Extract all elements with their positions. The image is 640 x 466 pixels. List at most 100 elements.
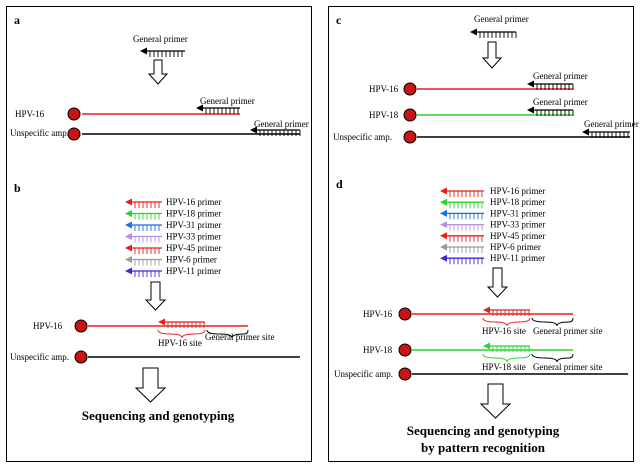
- hpv18-site-brace: [482, 353, 531, 363]
- primer-label: HPV-11 primer: [490, 253, 545, 263]
- unspecific-dot-icon: [403, 130, 417, 144]
- primer-arrow-icon: [440, 243, 484, 253]
- general-primer-icon: [140, 47, 185, 57]
- unspecific-label: Unspecific amp.: [10, 128, 69, 138]
- hpv18-specific-primer-icon: [483, 342, 530, 352]
- primer-arrow-icon: [440, 232, 484, 242]
- hpv18-dot-icon: [403, 108, 417, 122]
- hpv16-general-primer-label: General primer: [533, 71, 588, 81]
- panel-c-letter: c: [336, 13, 342, 27]
- primer-label: HPV-31 primer: [490, 208, 545, 218]
- down-arrow-icon: [481, 41, 503, 69]
- primer-arrow-icon: [125, 198, 162, 208]
- primer-label: HPV-16 primer: [490, 186, 545, 196]
- primer-arrow-icon: [125, 267, 162, 277]
- primer-label: HPV-11 primer: [166, 266, 221, 276]
- result-text: Sequencing and genotyping: [82, 408, 235, 423]
- primer-arrow-icon: [440, 187, 484, 197]
- hpv16-dot-icon: [403, 82, 417, 96]
- panel-d-letter: d: [336, 177, 343, 191]
- hpv16-site-label: HPV-16 site: [158, 338, 202, 348]
- primer-arrow-icon: [440, 209, 484, 220]
- down-arrow-icon: [486, 267, 509, 298]
- primer-label: HPV-31 primer: [166, 220, 221, 230]
- hpv18-label: HPV-18: [363, 345, 393, 355]
- primer-arrow-icon: [440, 198, 484, 209]
- general-primer-icon: [470, 28, 517, 38]
- primer-arrow-icon: [125, 210, 162, 220]
- primer-list-item: HPV-18 primer: [125, 209, 221, 220]
- hpv16-dot-icon: [74, 319, 88, 333]
- unspecific-dot-icon: [74, 350, 88, 364]
- hpv16-general-primer-label: General primer: [200, 96, 255, 106]
- primer-list-item: HPV-31 primer: [125, 220, 221, 231]
- hpv16-label: HPV-16: [369, 84, 399, 94]
- unspecific-label: Unspecific amp.: [334, 369, 393, 379]
- hpv18-general-primer-icon: [527, 106, 574, 116]
- primer-label: HPV-16 primer: [166, 197, 221, 207]
- primer-label: HPV-6 primer: [490, 242, 541, 252]
- general-primer-label: General primer: [133, 34, 188, 44]
- hpv16-general-primer-icon: [527, 80, 574, 90]
- panel-a-letter: a: [14, 13, 20, 27]
- primer-arrow-icon: [125, 221, 162, 231]
- panel-c: c General primer HPV-16 General primer H…: [333, 13, 639, 144]
- general-primer-site-label: General primer site: [205, 332, 274, 342]
- down-arrow-icon: [134, 367, 167, 403]
- down-arrow-icon: [144, 281, 167, 311]
- unspecific-general-primer-label: General primer: [584, 119, 639, 129]
- hpv16-label: HPV-16: [33, 321, 63, 331]
- primer-list-item: HPV-16 primer: [125, 197, 221, 208]
- primer-list-item: HPV-33 primer: [125, 232, 221, 243]
- unspecific-label: Unspecific amp.: [10, 352, 69, 362]
- primer-arrow-icon: [440, 221, 484, 231]
- primer-arrow-icon: [125, 233, 162, 243]
- primer-arrow-icon: [125, 244, 162, 254]
- primer-list-item: HPV-11 primer: [125, 266, 221, 277]
- panel-b-letter: b: [14, 181, 21, 195]
- result-text-line1: Sequencing and genotyping: [407, 423, 560, 438]
- hpv16-label: HPV-16: [15, 109, 45, 119]
- primer-list-item: HPV-45 primer: [440, 231, 545, 242]
- panel-left-border: [6, 6, 312, 462]
- primer-label: HPV-45 primer: [166, 243, 221, 253]
- general-primer-site-label: General primer site: [533, 362, 602, 372]
- down-arrow-icon: [147, 59, 169, 85]
- primer-list-item: HPV-33 primer: [440, 220, 545, 231]
- primer-list-item: HPV-6 primer: [440, 242, 541, 253]
- hpv16-site-label: HPV-16 site: [482, 326, 526, 336]
- hpv18-label: HPV-18: [369, 110, 399, 120]
- hpv16-label: HPV-16: [363, 309, 393, 319]
- primer-arrow-icon: [440, 254, 484, 265]
- general-site-brace: [531, 353, 574, 363]
- general-site-brace: [206, 329, 249, 339]
- primer-list-item: HPV-11 primer: [440, 253, 545, 265]
- primer-list-item: HPV-6 primer: [125, 255, 217, 266]
- hpv16-site-brace: [157, 329, 206, 339]
- hpv16-specific-primer-icon: [158, 318, 205, 328]
- unspecific-general-primer-icon: [250, 126, 301, 136]
- hpv18-general-primer-label: General primer: [533, 97, 588, 107]
- panel-a: a General primer HPV-16 General primer U…: [10, 13, 309, 141]
- primer-list-item: HPV-45 primer: [125, 243, 221, 254]
- result-text-line2: by pattern recognition: [421, 440, 546, 455]
- hpv16-specific-primer-icon: [483, 306, 530, 316]
- primer-list-item: HPV-18 primer: [440, 197, 545, 209]
- general-site-brace: [531, 317, 574, 327]
- hpv16-dot-icon: [398, 307, 412, 321]
- general-primer-label: General primer: [474, 14, 529, 24]
- primer-label: HPV-33 primer: [490, 220, 545, 230]
- panel-right-border: [328, 6, 634, 462]
- hpv16-site-brace: [482, 317, 531, 327]
- primer-label: HPV-18 primer: [490, 197, 545, 207]
- unspecific-dot-icon: [67, 127, 81, 141]
- primer-arrow-icon: [125, 256, 162, 266]
- unspecific-label: Unspecific amp.: [333, 132, 392, 142]
- hpv18-site-label: HPV-18 site: [482, 362, 526, 372]
- unspecific-general-primer-label: General primer: [254, 119, 309, 129]
